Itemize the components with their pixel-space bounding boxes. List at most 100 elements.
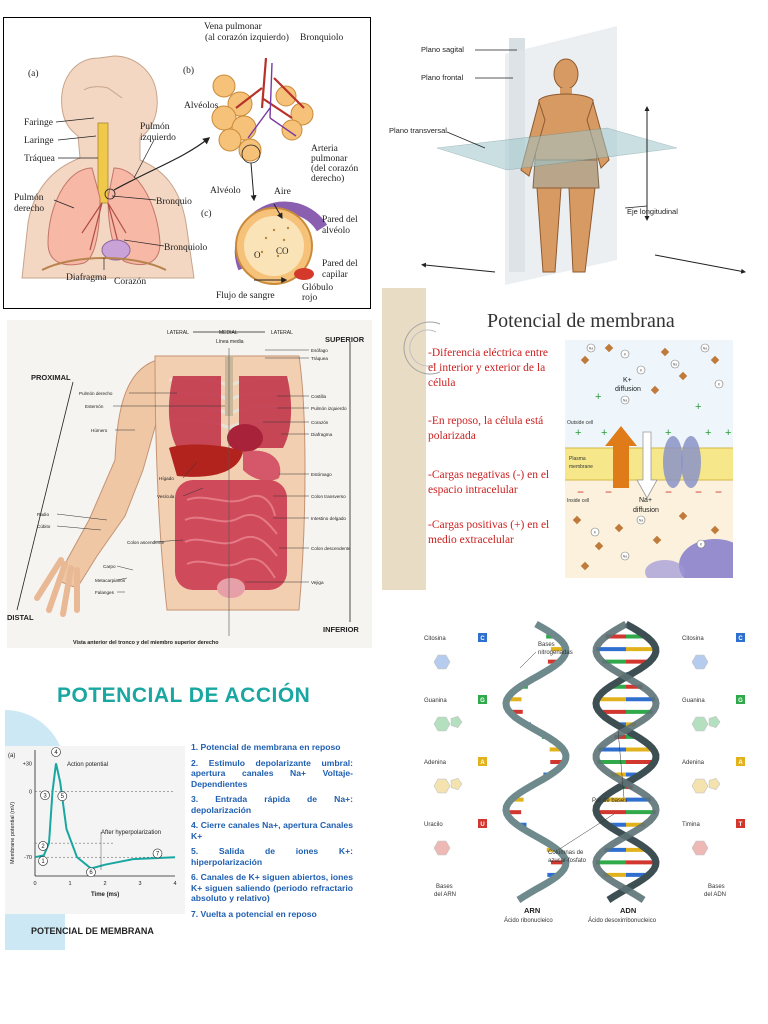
label-c: (c) bbox=[201, 208, 212, 219]
torso-left-label: Carpo bbox=[103, 564, 116, 569]
base-molecule-ring bbox=[450, 777, 463, 791]
step-marker-label: 2 bbox=[41, 844, 45, 850]
torso-right-label: Tráquea bbox=[311, 356, 328, 361]
base-letter: T bbox=[739, 822, 743, 828]
arteria-label-2: pulmonar bbox=[311, 154, 348, 164]
oxygen-label: O bbox=[254, 250, 261, 260]
x-axis-label: Time (ms) bbox=[91, 892, 119, 898]
step-3: 3. Entrada rápida de Na+: depolarización bbox=[191, 794, 353, 815]
base-molecule bbox=[433, 716, 451, 732]
action-potential-label: Action potential bbox=[67, 762, 108, 768]
linea-media-label: Línea media bbox=[216, 339, 244, 345]
negative-charge: − bbox=[715, 485, 722, 499]
base-molecule-ring bbox=[708, 715, 721, 729]
k-ion bbox=[586, 343, 596, 353]
intestines-shape bbox=[175, 480, 287, 590]
base-molecule bbox=[433, 778, 451, 794]
bladder-shape bbox=[217, 578, 245, 598]
plasma-membrane-label-1: Plasma bbox=[569, 456, 586, 462]
base-letter: C bbox=[480, 636, 485, 642]
ion-symbol: Na bbox=[623, 399, 628, 403]
base-letter: A bbox=[480, 760, 485, 766]
arteria-label-3: (del corazón bbox=[311, 163, 358, 174]
k-ion bbox=[636, 515, 646, 525]
x-tick-label: 2 bbox=[103, 881, 106, 887]
base-letter: A bbox=[738, 760, 743, 766]
base-color-tag bbox=[736, 695, 745, 704]
base-name: Uracilo bbox=[424, 822, 443, 828]
na-diffusion-label-2: diffusion bbox=[633, 507, 659, 514]
columnas-label-1: Columnas de bbox=[548, 850, 584, 856]
anatomical-planes-panel: Plano sagital Plano frontal Plano transv… bbox=[385, 10, 762, 285]
torso-right-label: Esófago bbox=[311, 348, 328, 353]
base-color-tag bbox=[478, 819, 487, 828]
alveolus-detail bbox=[234, 201, 328, 285]
step-marker bbox=[57, 791, 68, 802]
step-marker bbox=[86, 867, 96, 878]
pared-alveolo-label-2: alvéolo bbox=[322, 226, 350, 236]
membrane-bullet-4: -Cargas positivas (+) en el medio extrac… bbox=[428, 519, 550, 546]
right-arm-shape bbox=[60, 359, 158, 589]
co2-label: CO bbox=[276, 246, 289, 256]
human-figure bbox=[520, 58, 610, 273]
after-hyperpolarization-label: After hyperpolarization bbox=[101, 830, 161, 836]
anatomical-planes-illustration: Plano sagital Plano frontal Plano transv… bbox=[389, 26, 746, 285]
torso-right-label: Vejiga bbox=[311, 580, 324, 585]
bases-nitrogenadas-label-2: nitrogenadas bbox=[538, 650, 573, 656]
torso-right-label: Corazón bbox=[311, 420, 329, 425]
pulmon-izquierdo-label-1: Pulmón bbox=[140, 122, 170, 132]
distal-label: DISTAL bbox=[7, 613, 34, 622]
outside-cell-label: Outside cell bbox=[567, 420, 593, 426]
ion-symbol: Na bbox=[673, 363, 678, 367]
base-color-tag bbox=[736, 757, 745, 766]
adn-label: ADN bbox=[620, 906, 636, 915]
base-molecule bbox=[691, 778, 709, 794]
pared-capilar-label-1: Pared del bbox=[322, 259, 358, 269]
label-a: (a) bbox=[28, 68, 39, 79]
proximal-label: PROXIMAL bbox=[31, 373, 71, 382]
step-marker bbox=[38, 841, 48, 851]
step-marker-label: 6 bbox=[89, 870, 93, 876]
base-letter: G bbox=[738, 698, 743, 704]
torso-left-label: Falanges bbox=[95, 590, 115, 595]
plasma-membrane-label-2: membrane bbox=[569, 464, 593, 470]
membrane-potential-panel: Potencial de membrana -Diferencia eléctr… bbox=[382, 288, 762, 590]
lateral-right-label: LATERAL bbox=[271, 330, 293, 336]
alveolo-label: Alvéolo bbox=[210, 186, 241, 196]
base-name: Adenina bbox=[682, 760, 705, 766]
base-color-tag bbox=[478, 757, 487, 766]
base-color-tag bbox=[478, 633, 487, 642]
base-molecule bbox=[433, 654, 451, 670]
ion-symbol: K bbox=[718, 383, 721, 387]
positive-charge: + bbox=[705, 427, 711, 439]
positive-charge: + bbox=[601, 427, 607, 439]
base-molecule bbox=[433, 840, 451, 856]
negative-charge: − bbox=[605, 485, 612, 499]
plano-transversal-label: Plano transversal bbox=[389, 126, 447, 135]
base-molecule bbox=[691, 840, 709, 856]
torso-left-label: Metacarpianos bbox=[95, 578, 126, 583]
step-7: 7. Vuelta a potencial en reposo bbox=[191, 908, 317, 919]
alveolos-label: Alvéolos bbox=[184, 101, 219, 111]
k-ion bbox=[636, 365, 646, 375]
inside-cell-label: Inside cell bbox=[567, 498, 589, 504]
step-1: 1. Potencial de membrana en reposo bbox=[191, 742, 341, 752]
step-marker-label: 1 bbox=[41, 859, 45, 865]
x-tick-label: 1 bbox=[68, 881, 71, 887]
step-marker-label: 5 bbox=[61, 794, 65, 800]
label-b: (b) bbox=[183, 65, 194, 76]
base-name: Timina bbox=[682, 822, 700, 828]
ion-symbol: K bbox=[700, 543, 703, 547]
step-marker bbox=[152, 848, 163, 859]
torso-left-label: Pulmón derecho bbox=[79, 391, 113, 396]
pared-capilar-label-2: capilar bbox=[322, 270, 349, 280]
torso-left-label: Colon ascendente bbox=[127, 540, 164, 545]
torso-anatomy-panel: LATERAL MEDIAL LATERAL Línea media SUPER… bbox=[7, 320, 372, 648]
torso-left-label: Húmero bbox=[91, 428, 108, 433]
k-ion bbox=[696, 539, 706, 549]
dna-helix bbox=[592, 620, 660, 903]
